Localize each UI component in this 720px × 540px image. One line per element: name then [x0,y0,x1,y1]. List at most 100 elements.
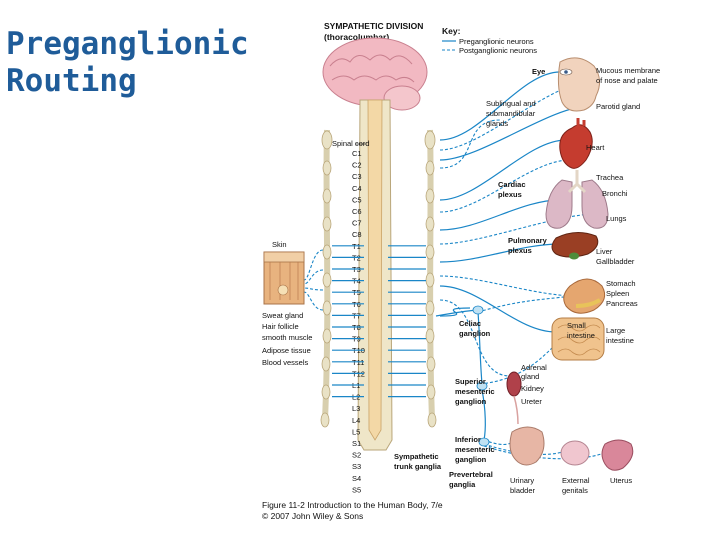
parotid-label: Parotid gland [596,102,640,111]
inferior-mesenteric-pathway [481,389,486,441]
segment-label-s3: S3 [352,462,361,471]
sympathetic-chain-left [320,129,333,428]
adrenal-label: Adrenal [521,363,547,372]
spleen-label: Spleen [606,289,629,298]
spinal-cord-label-text: Spinal cord [332,139,370,148]
eye-label: Eye [532,67,545,76]
segment-label-c5: C5 [352,195,362,204]
external-genitals-label-2: genitals [562,486,588,495]
celiac-ganglion-label-2: ganglion [459,329,491,338]
celiac-pathway [435,309,479,317]
trachea-label: Trachea [596,173,624,182]
organ-pathway-11 [439,299,511,377]
segment-label-s1: S1 [352,439,361,448]
segment-label-c3: C3 [352,172,362,181]
smooth-muscle-label: smooth muscle [262,333,312,342]
organ-pathway-4 [439,139,567,201]
skin-label: Skin [272,240,287,249]
adipose-label: Adipose tissue [262,346,311,355]
intestines-illustration [551,317,605,361]
pulmonary-plexus-label-2: plexus [508,246,532,255]
inf-mes-to-uterus [483,445,607,460]
post-skin-2 [303,287,324,291]
superior-mesenteric-label-2: mesenteric [455,387,495,396]
lungs-label: Lungs [606,214,627,223]
hair-follicle-label: Hair follicle [262,322,299,331]
segment-label-c1: C1 [352,149,362,158]
sympathetic-trunk-label-2: trunk ganglia [394,462,442,471]
mucous-label-2: of nose and palate [596,76,658,85]
organ-pathway-7 [439,213,597,245]
key-legend: Key: Preganglionic neurons Postganglioni… [442,26,537,55]
skin-illustration [263,251,305,305]
pancreas-label: Pancreas [606,299,638,308]
inferior-mesenteric-label-2: mesenteric [455,445,495,454]
small-intestine-label-2: intestine [567,331,595,340]
genitals-illustration [560,440,590,466]
bladder-illustration [509,426,545,466]
diagram-header: SYMPATHETIC DIVISION [324,21,423,31]
organ-pathway-3 [439,119,501,169]
sup-mes-to-intestine [479,343,557,385]
title-line-1: Preganglionic [6,26,249,62]
external-genitals-label: External [562,476,590,485]
segment-label-c4: C4 [352,184,362,193]
segment-label-s2: S2 [352,451,361,460]
gallbladder-label: Gallbladder [596,257,635,266]
uterus-label: Uterus [610,476,632,485]
heart-label: Heart [586,143,605,152]
segment-label-l5: L5 [352,427,360,436]
segment-label-l4: L4 [352,416,360,425]
prevertebral-ganglion-0 [472,305,484,315]
celiac-to-stomach [477,295,573,313]
prevertebral-label: Prevertebral [449,470,493,479]
segment-label-c2: C2 [352,161,362,170]
organ-pathway-0 [439,71,561,141]
key-title: Key: [442,26,461,36]
segment-label-c7: C7 [352,219,362,228]
superior-mesenteric-label: Superior [455,377,486,386]
inf-mes-to-genitals [483,443,563,455]
post-skin-1 [303,269,324,285]
sympathetic-chain-right [424,129,437,428]
large-intestine-label-2: intestine [606,336,634,345]
segment-label-c8: C8 [352,230,362,239]
segment-label-l3: L3 [352,404,360,413]
stomach-illustration [563,278,606,314]
key-post-label: Postganglionic neurons [459,46,537,55]
spinal-cord-label: Spinal cord [332,139,370,148]
bronchi-label: Bronchi [602,189,628,198]
title-line-2: Routing [6,62,137,99]
key-pre-label: Preganglionic neurons [459,37,534,46]
head-illustration [557,57,600,112]
lungs-illustration [545,170,609,229]
urinary-bladder-label: Urinary [510,476,534,485]
stomach-label: Stomach [606,279,636,288]
adrenal-label-2: gland [521,372,539,381]
liver-label: Liver [596,247,613,256]
heart-illustration [559,118,593,169]
glands-label: glands [486,119,508,128]
sweat-gland-label: Sweat gland [262,311,303,320]
kidney-illustration [506,371,522,425]
segment-label-c6: C6 [352,207,362,216]
sublingual-label: Sublingual and [486,99,536,108]
cardiac-plexus-label-2: plexus [498,190,522,199]
small-intestine-label: Small [567,321,586,330]
pulmonary-plexus-label: Pulmonary [508,236,548,245]
prevertebral-ganglion-1 [476,381,488,391]
uterus-illustration [601,439,634,471]
segment-label-s4: S4 [352,474,361,483]
inferior-mesenteric-label: Inferior [455,435,481,444]
liver-illustration [551,232,599,260]
organ-pathway-10 [439,285,557,333]
diagram-subheader: (thoracolumbar) [324,32,389,42]
submandibular-label: submandibular [486,109,536,118]
organ-pathway-5 [439,159,571,213]
nerve-pathways [303,71,607,460]
blood-vessels-label: Blood vessels [262,358,309,367]
cardiac-plexus-label: Cardiac [498,180,526,189]
ureter-label: Ureter [521,397,542,406]
prevertebral-label-2: ganglia [449,480,476,489]
